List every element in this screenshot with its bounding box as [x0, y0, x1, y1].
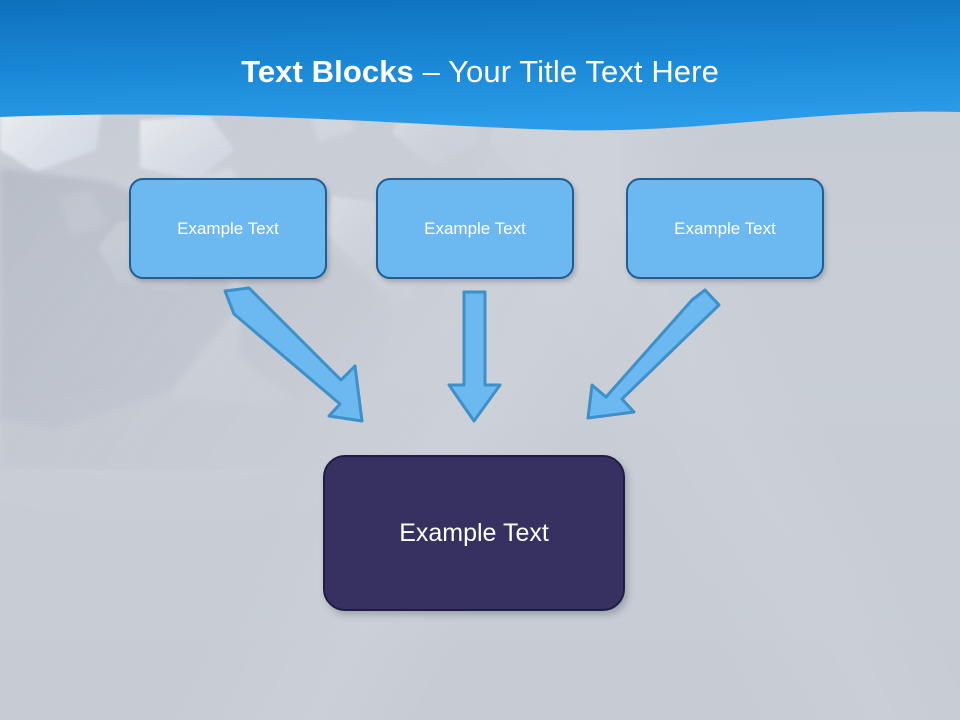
- header-wave-shape: [0, 0, 960, 131]
- result-text-block-label: Example Text: [399, 518, 549, 547]
- text-block-3[interactable]: Example Text: [626, 178, 824, 279]
- page-title-regular: – Your Title Text Here: [413, 54, 719, 89]
- text-block-2-label: Example Text: [424, 218, 526, 238]
- text-block-1[interactable]: Example Text: [129, 178, 327, 279]
- text-block-2[interactable]: Example Text: [376, 178, 574, 279]
- page-title: Text Blocks – Your Title Text Here: [0, 52, 960, 92]
- result-text-block[interactable]: Example Text: [323, 455, 625, 611]
- slide-header: Text Blocks – Your Title Text Here: [0, 0, 960, 140]
- page-title-bold: Text Blocks: [241, 54, 414, 89]
- text-block-3-label: Example Text: [674, 218, 776, 238]
- text-block-1-label: Example Text: [177, 218, 279, 238]
